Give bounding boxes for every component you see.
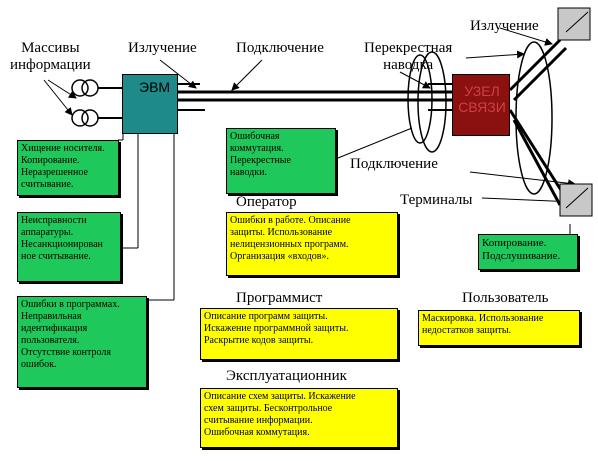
box-theft: Хищение носителя. Копирование. Неразреше…: [17, 140, 119, 196]
box-faults: Неисправности аппаратуры. Несанкциониров…: [17, 212, 121, 282]
node-label: УЗЕЛ СВЯЗИ: [458, 83, 506, 115]
label-ekspluatacionnik: Эксплуатационник: [226, 368, 347, 384]
izluchenie-to-terminal: [465, 50, 525, 59]
commutation-connector: [337, 127, 413, 159]
label-izluchenie-left: Излучение: [128, 40, 197, 56]
box-program-errors: Ошибки в программах. Неправильная иденти…: [17, 296, 147, 388]
perekrestnaya-arrow: [399, 71, 431, 89]
box-operator: Ошибки в работе. Описание защиты. Исполь…: [226, 212, 398, 276]
label-terminaly: Терминалы: [400, 192, 473, 208]
label-operator: Оператор: [236, 194, 297, 210]
izluchenie-arrow: [159, 59, 197, 89]
computer-box: ЭВМ: [122, 74, 178, 134]
computer-label: ЭВМ: [139, 79, 171, 95]
crosstalk-ellipse-2: [417, 51, 447, 153]
box-programmer: Описание программ защиты. Искажение прог…: [200, 308, 398, 360]
podkluchenie-arrow: [231, 59, 263, 91]
box-commutation: Ошибочная коммутация. Перекрестные навод…: [226, 128, 336, 194]
communication-node-box: УЗЕЛ СВЯЗИ: [452, 74, 510, 136]
label-izluchenie-right: Излучение: [470, 18, 539, 34]
box-user: Маскировка. Использование недостатков за…: [418, 310, 580, 346]
label-polzovatel: Пользователь: [462, 290, 549, 306]
terminal-top-icon: [557, 7, 591, 41]
label-massivy: Массивы информации: [10, 40, 91, 73]
massivy-arrow-2: [43, 79, 73, 116]
label-podkluchenie-mid: Подключение: [350, 156, 438, 172]
izluchenie-right-arrow: [499, 27, 553, 46]
label-perekrestnaya: Перекрестная наводка: [364, 40, 453, 73]
storage-disk-top-icon: [71, 79, 99, 97]
crosstalk-ellipse-1: [407, 54, 433, 144]
box-copying: Копирование. Подслушивание.: [478, 234, 578, 270]
podkluchenie-mid-arrow: [469, 171, 576, 188]
label-podkluchenie-top: Подключение: [236, 40, 324, 56]
label-programmist: Программист: [236, 290, 323, 306]
massivy-arrow: [47, 79, 77, 99]
storage-disk-bottom-icon: [71, 109, 99, 127]
outgoing-ellipse: [515, 41, 553, 195]
box-maintainer: Описание схем защиты. Искажение схем защ…: [200, 388, 398, 448]
